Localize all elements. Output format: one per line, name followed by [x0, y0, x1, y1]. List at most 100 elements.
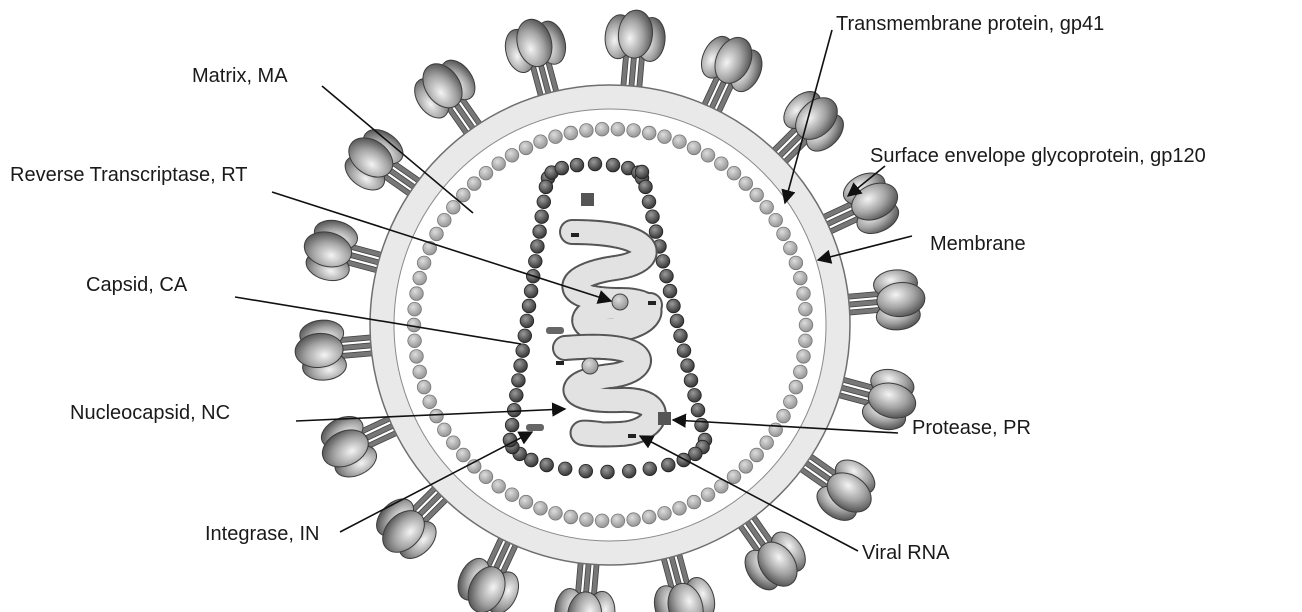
label-surface-envelope-glycoprotein: Surface envelope glycoprotein, gp120: [870, 145, 1206, 167]
matrix-bead: [797, 287, 811, 301]
matrix-bead: [799, 334, 813, 348]
capsid-bead: [579, 464, 593, 478]
capsid-bead: [606, 158, 620, 172]
capsid-bead: [691, 403, 705, 417]
capsid-bead: [529, 254, 543, 268]
matrix-bead: [549, 130, 563, 144]
capsid-bead: [522, 299, 536, 313]
capsid-bead: [662, 458, 676, 472]
capsid-bead: [514, 359, 528, 373]
capsid-bead: [670, 314, 684, 328]
matrix-bead: [438, 213, 452, 227]
label-matrix: Matrix, MA: [192, 65, 288, 87]
matrix-bead: [701, 488, 715, 502]
matrix-bead: [457, 188, 471, 202]
matrix-bead: [417, 256, 431, 270]
matrix-bead: [789, 380, 803, 394]
capsid-bead: [635, 165, 649, 179]
capsid-bead: [684, 374, 698, 388]
matrix-bead: [595, 122, 609, 136]
matrix-bead: [673, 135, 687, 149]
reverse-transcriptase-molecule: [612, 294, 628, 310]
matrix-bead: [479, 166, 493, 180]
capsid-bead: [537, 195, 551, 209]
matrix-bead: [408, 334, 422, 348]
matrix-bead: [430, 409, 444, 423]
matrix-bead: [438, 423, 452, 437]
capsid-bead: [524, 284, 538, 298]
capsid-bead: [674, 329, 688, 343]
capsid-bead: [555, 161, 569, 175]
matrix-bead: [715, 157, 729, 171]
matrix-bead: [611, 122, 625, 136]
matrix-bead: [727, 470, 741, 484]
matrix-bead: [739, 460, 753, 474]
matrix-bead: [658, 507, 672, 521]
matrix-bead: [658, 130, 672, 144]
capsid-bead: [677, 344, 691, 358]
capsid-bead: [531, 240, 545, 254]
matrix-bead: [627, 513, 641, 527]
matrix-bead: [519, 495, 533, 509]
matrix-bead: [750, 188, 764, 202]
capsid-bead: [503, 433, 517, 447]
matrix-bead: [430, 227, 444, 241]
matrix-bead: [580, 124, 594, 138]
capsid-bead: [688, 389, 702, 403]
rna-end-tick-2: [648, 301, 656, 305]
protease-molecule: [658, 412, 671, 425]
capsid-bead: [516, 344, 530, 358]
integrase-molecule-top: [546, 327, 564, 334]
rna-end-tick-4: [628, 434, 636, 438]
capsid-bead: [558, 462, 572, 476]
matrix-bead: [447, 436, 461, 450]
label-protease: Protease, PR: [912, 417, 1031, 439]
matrix-bead: [673, 502, 687, 516]
capsid-bead: [539, 180, 553, 194]
matrix-bead: [777, 409, 791, 423]
capsid-bead: [570, 158, 584, 172]
capsid-bead: [535, 210, 549, 224]
label-membrane: Membrane: [930, 233, 1026, 255]
matrix-bead: [784, 395, 798, 409]
matrix-bead: [784, 241, 798, 255]
matrix-bead: [457, 448, 471, 462]
matrix-bead: [777, 227, 791, 241]
matrix-bead: [750, 448, 764, 462]
matrix-bead: [642, 126, 656, 140]
matrix-bead: [410, 287, 424, 301]
label-viral-rna: Viral RNA: [862, 542, 950, 564]
matrix-bead: [534, 502, 548, 516]
matrix-bead: [797, 350, 811, 364]
matrix-bead: [413, 271, 427, 285]
reverse-transcriptase-molecule-2: [582, 358, 598, 374]
label-nucleocapsid: Nucleocapsid, NC: [70, 402, 230, 424]
capsid-bead: [505, 418, 519, 432]
capsid-bead: [649, 225, 663, 239]
capsid-bead: [643, 462, 657, 476]
matrix-bead: [799, 318, 813, 332]
capsid-bead: [540, 458, 554, 472]
matrix-bead: [727, 166, 741, 180]
capsid-bead: [518, 329, 532, 343]
capsid-bead: [520, 314, 534, 328]
matrix-bead: [789, 256, 803, 270]
matrix-bead: [479, 470, 493, 484]
matrix-bead: [413, 365, 427, 379]
matrix-bead: [701, 149, 715, 163]
matrix-bead: [492, 480, 506, 494]
matrix-bead: [505, 488, 519, 502]
capsid-bead: [695, 418, 709, 432]
matrix-bead: [580, 513, 594, 527]
capsid-bead: [660, 269, 674, 283]
protease-molecule-top: [581, 193, 594, 206]
matrix-bead: [642, 510, 656, 524]
matrix-bead: [505, 149, 519, 163]
matrix-bead: [417, 380, 431, 394]
matrix-bead: [595, 514, 609, 528]
label-transmembrane-protein: Transmembrane protein, gp41: [836, 13, 1104, 35]
label-capsid: Capsid, CA: [86, 274, 188, 296]
label-integrase: Integrase, IN: [205, 523, 320, 545]
matrix-bead: [687, 141, 701, 155]
